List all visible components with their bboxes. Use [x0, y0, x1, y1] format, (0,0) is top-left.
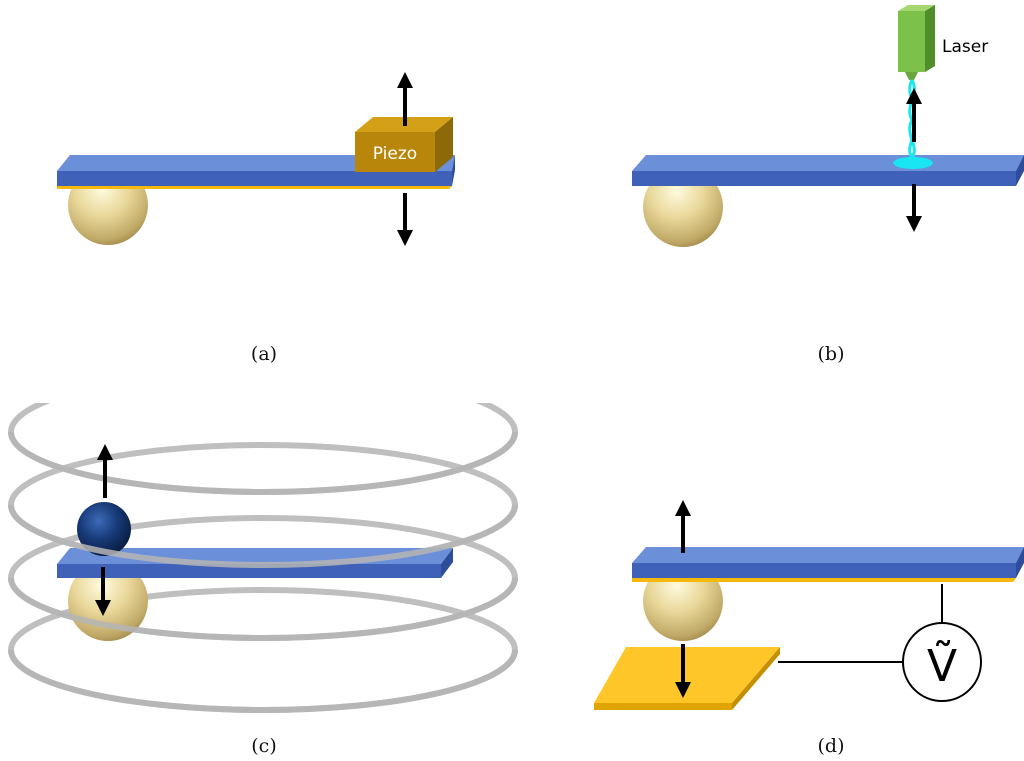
coil-front: [8, 431, 518, 713]
bottom-electrode: [594, 647, 780, 710]
cantilever-beam: [632, 547, 1024, 582]
panel-a: Piezo (a): [57, 72, 455, 365]
piezo-actuator: Piezo: [355, 117, 453, 172]
ac-voltage-source: Ṽ: [902, 622, 982, 702]
cantilever-beam: [632, 155, 1024, 186]
laser-label: Laser: [942, 37, 988, 57]
caption-b: (b): [818, 343, 845, 365]
laser-device: Laser: [898, 5, 988, 80]
piezo-label: Piezo: [373, 144, 417, 164]
caption-d: (d): [818, 735, 845, 757]
magnet-sphere: [77, 502, 131, 556]
panel-b: Laser (b): [632, 5, 1024, 365]
laser-spot: [893, 157, 933, 169]
caption-a: (a): [251, 343, 277, 365]
caption-c: (c): [251, 735, 276, 757]
panel-d: Ṽ (d): [594, 500, 1024, 757]
panel-c: (c): [8, 403, 518, 757]
support-ball: [643, 167, 723, 247]
voltage-symbol: Ṽ: [927, 639, 957, 692]
